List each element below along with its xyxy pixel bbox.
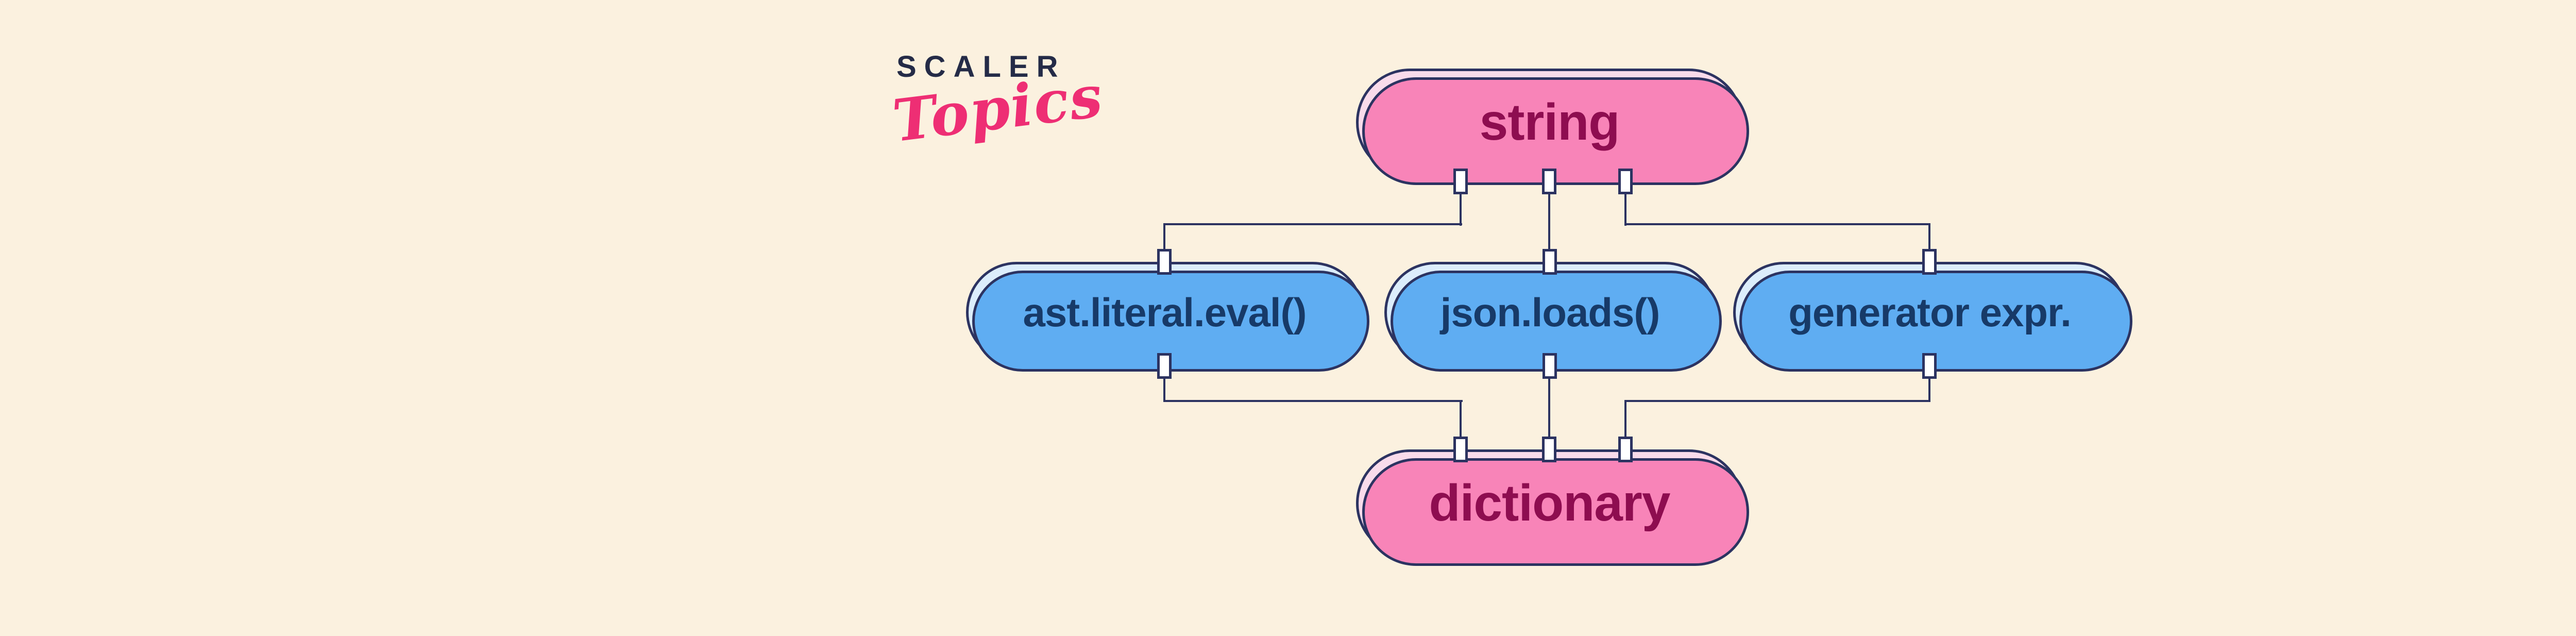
connector-port: [1922, 353, 1937, 379]
node-dictionary-label: dictionary: [1429, 474, 1671, 532]
node-generator-expr-label: generator expr.: [1788, 289, 2072, 335]
edge-segment: [1928, 223, 1930, 252]
edge-segment: [1624, 191, 1626, 226]
logo-brand-text: SCALER: [896, 50, 1066, 83]
edge-segment: [1548, 376, 1550, 439]
edge-segment: [1460, 400, 1462, 439]
scaler-topics-logo: SCALER Topics: [889, 49, 1107, 156]
connector-port: [1618, 169, 1633, 194]
node-json-loads-label: json.loads(): [1440, 289, 1660, 335]
edge-segment: [1163, 376, 1165, 402]
edge-segment: [1548, 191, 1550, 253]
edge-segment: [1460, 191, 1462, 226]
connector-port: [1922, 249, 1937, 275]
edge-segment: [1624, 400, 1626, 439]
edge-segment: [1163, 400, 1463, 402]
node-dictionary: dictionary: [1356, 449, 1743, 557]
edge-segment: [1624, 223, 1930, 225]
edge-segment: [1163, 223, 1165, 252]
node-ast-literal-eval-label: ast.literal.eval(): [1023, 289, 1307, 335]
connector-port: [1618, 437, 1633, 462]
node-generator-expr: generator expr.: [1733, 262, 2126, 363]
connector-port: [1453, 437, 1468, 462]
node-ast-literal-eval: ast.literal.eval(): [966, 262, 1363, 363]
connector-port: [1542, 169, 1556, 194]
connector-port: [1157, 249, 1172, 275]
edge-segment: [1928, 376, 1930, 402]
connector-port: [1542, 437, 1556, 462]
connector-port: [1157, 353, 1172, 379]
node-json-loads: json.loads(): [1384, 262, 1716, 363]
edge-segment: [1163, 223, 1462, 225]
node-string: string: [1356, 69, 1743, 176]
connector-port: [1543, 249, 1557, 275]
node-string-label: string: [1479, 93, 1620, 151]
connector-port: [1453, 169, 1468, 194]
connector-port: [1543, 353, 1557, 379]
edge-segment: [1624, 400, 1930, 402]
